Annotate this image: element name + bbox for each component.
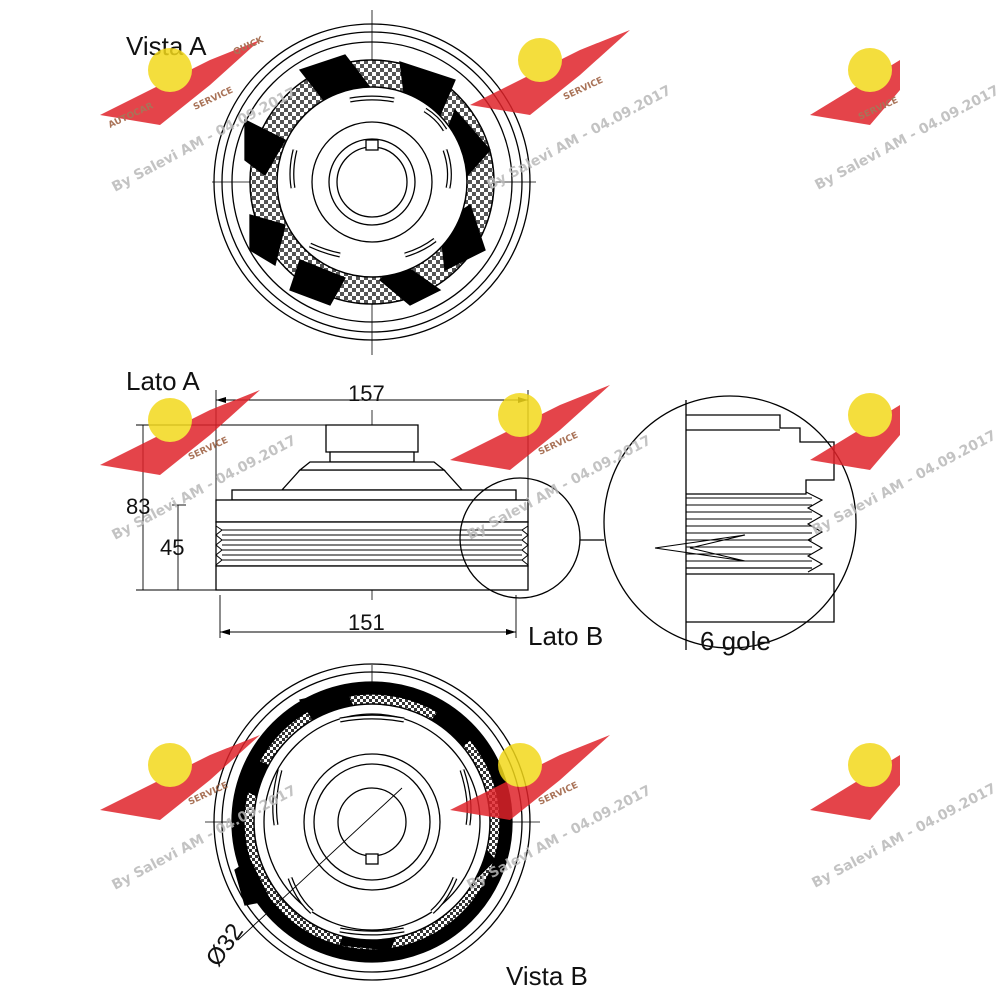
dim-157: 157 (348, 381, 385, 406)
groove-detail (580, 395, 857, 650)
dim-45: 45 (160, 535, 184, 560)
dim-83: 83 (126, 494, 150, 519)
vista-a-view (212, 10, 536, 355)
lato-a-view (215, 410, 581, 600)
svg-text:QUICK: QUICK (232, 35, 266, 58)
watermark-logo: SERVICE (810, 48, 900, 125)
dim-bore: Ø32 (201, 919, 249, 972)
watermark-logo (810, 743, 900, 820)
watermark-logo: SERVICE (470, 30, 630, 115)
gole-label: 6 gole (700, 626, 771, 656)
watermark-logo: SERVICE (450, 385, 610, 470)
vista-b-label: Vista B (506, 961, 588, 991)
dim-151: 151 (348, 610, 385, 635)
lato-b-label: Lato B (528, 621, 603, 651)
watermark-layer: AUTOCAR SERVICE QUICK By Salevi AM - 04.… (100, 30, 1000, 894)
watermark-logo (810, 393, 900, 470)
outer-ring-a (213, 23, 531, 341)
detail-circle (459, 477, 581, 599)
lato-a-label: Lato A (126, 366, 200, 396)
vista-b-view (205, 663, 540, 981)
